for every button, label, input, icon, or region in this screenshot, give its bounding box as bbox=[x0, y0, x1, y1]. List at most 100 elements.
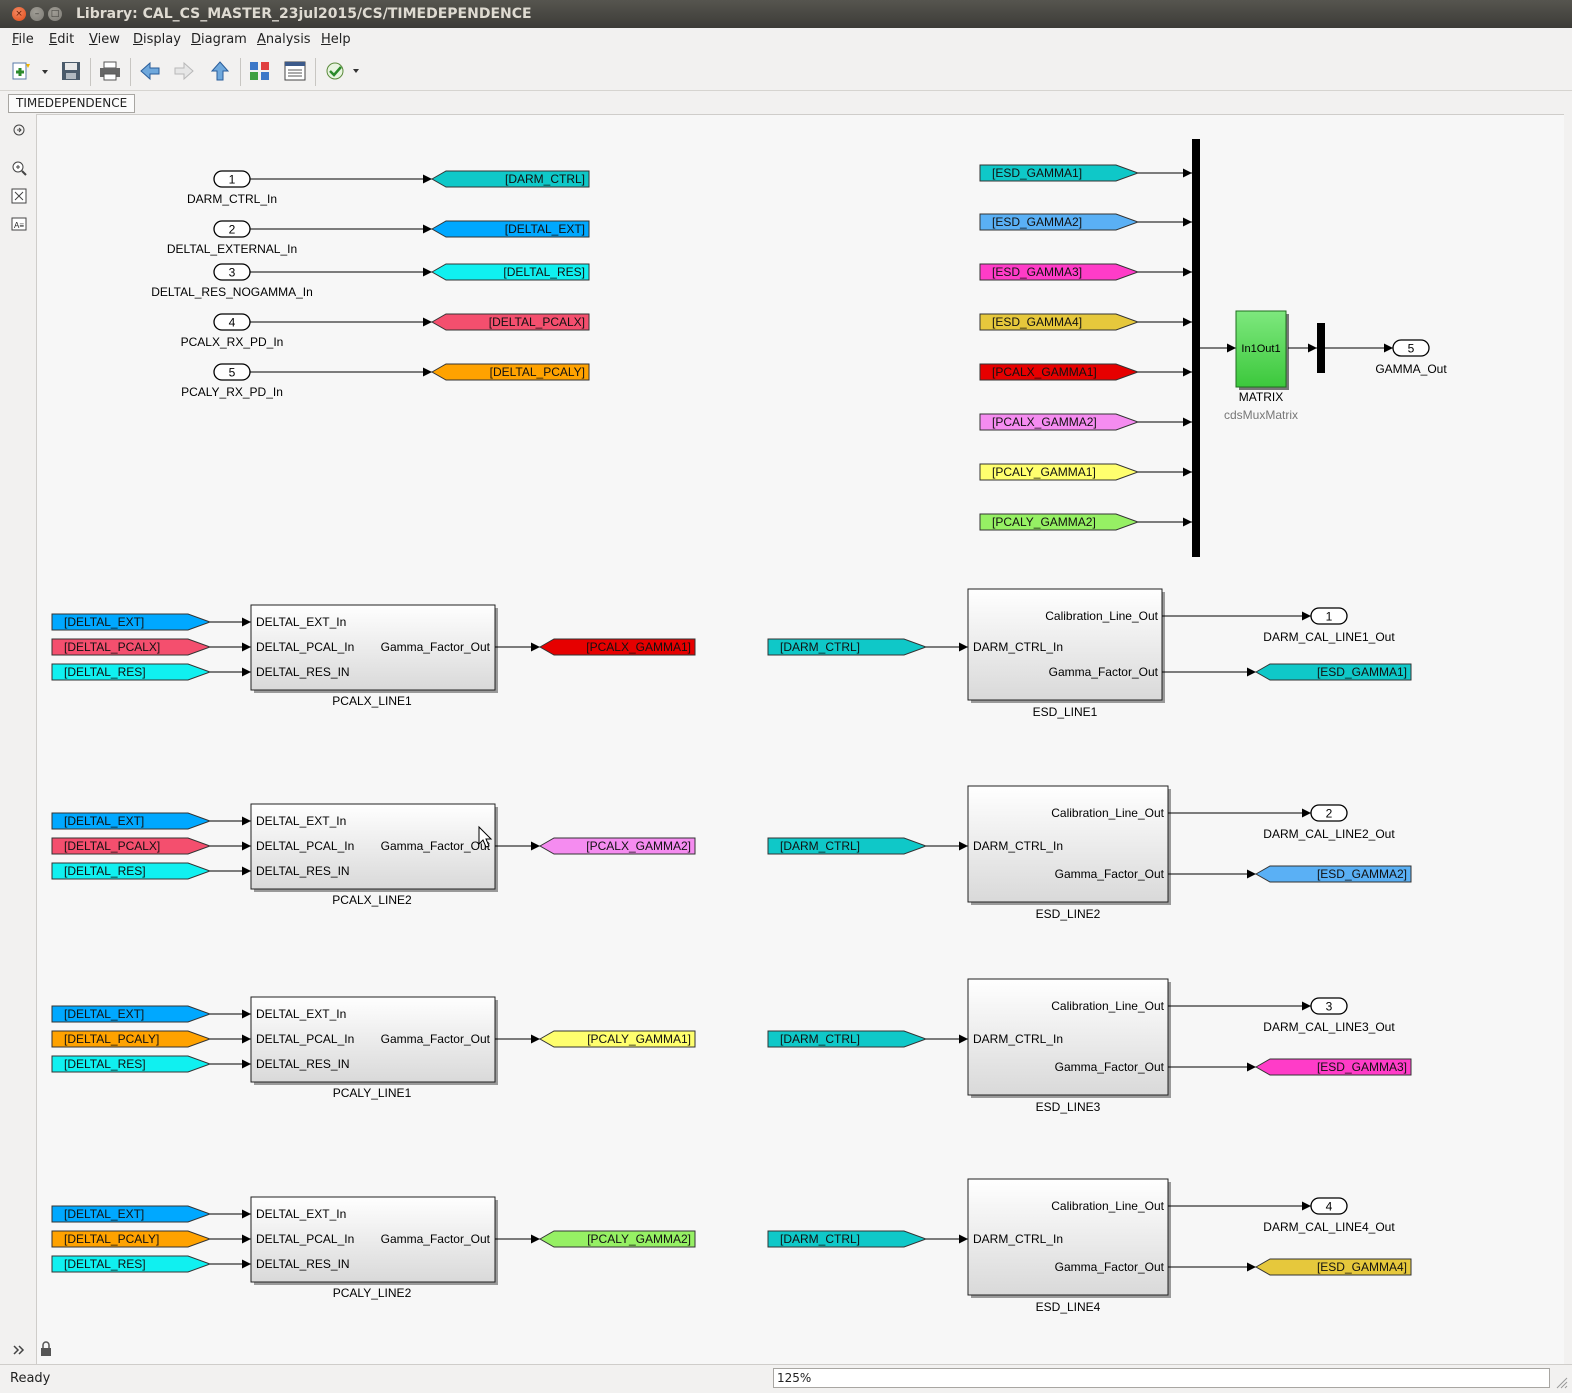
subsystem-esd-line4[interactable] bbox=[967, 1178, 1171, 1298]
back-arrow-icon[interactable] bbox=[138, 60, 162, 82]
pcal-4-name: PCALY_LINE2 bbox=[333, 1286, 412, 1300]
up-arrow-icon[interactable] bbox=[208, 60, 232, 82]
check-model-icon[interactable] bbox=[323, 60, 367, 82]
pcal-3-from-tag-1[interactable]: [DELTAL_EXT] bbox=[51, 1005, 212, 1023]
outport-gamma[interactable]: 5 bbox=[1392, 339, 1430, 357]
signal-arrow bbox=[423, 224, 432, 234]
subsystem-esd-line1[interactable] bbox=[967, 588, 1165, 703]
pcal-4-goto-tag[interactable]: [PCALY_GAMMA2] bbox=[538, 1230, 696, 1248]
goto-tag-4[interactable]: [DELTAL_PCALX] bbox=[430, 313, 590, 331]
inport-4[interactable]: 4 bbox=[213, 313, 251, 331]
esd-1-from-tag[interactable]: [DARM_CTRL] bbox=[767, 638, 928, 656]
esd-1-out-port-1: Calibration_Line_Out bbox=[1045, 609, 1158, 623]
pcal-4-from-tag-1[interactable]: [DELTAL_EXT] bbox=[51, 1205, 212, 1223]
esd-4-in-port: DARM_CTRL_In bbox=[973, 1232, 1063, 1246]
esd-3-from-tag[interactable]: [DARM_CTRL] bbox=[767, 1030, 928, 1048]
pcal-3-from-tag-2[interactable]: [DELTAL_PCALY] bbox=[51, 1030, 212, 1048]
maximize-window-icon[interactable]: □ bbox=[48, 7, 62, 21]
esd-4-from-tag[interactable]: [DARM_CTRL] bbox=[767, 1230, 928, 1248]
esd-1-from-tag-shape bbox=[767, 638, 928, 656]
model-explorer-icon[interactable] bbox=[283, 60, 307, 82]
esd-2-in-port: DARM_CTRL_In bbox=[973, 839, 1063, 853]
pcal-1-from-tag-1[interactable]: [DELTAL_EXT] bbox=[51, 613, 212, 631]
menu-diagram[interactable]: Diagram bbox=[191, 32, 247, 47]
pcal-2-from-tag-1[interactable]: [DELTAL_EXT] bbox=[51, 812, 212, 830]
mux-from-tag-2[interactable]: [ESD_GAMMA2] bbox=[979, 213, 1140, 231]
goto-tag-1[interactable]: [DARM_CTRL] bbox=[430, 170, 590, 188]
goto-tag-3[interactable]: [DELTAL_RES] bbox=[430, 263, 590, 281]
hide-browser-icon[interactable] bbox=[11, 122, 27, 138]
mux-from-tag-4[interactable]: [ESD_GAMMA4] bbox=[979, 313, 1140, 331]
pcal-3-goto-tag[interactable]: [PCALY_GAMMA1] bbox=[538, 1030, 696, 1048]
mux-from-tag-8[interactable]: [PCALY_GAMMA2] bbox=[979, 513, 1140, 531]
forward-arrow-icon[interactable] bbox=[172, 60, 196, 82]
pcal-1-goto-tag[interactable]: [PCALX_GAMMA1] bbox=[538, 638, 696, 656]
print-icon[interactable] bbox=[98, 60, 122, 82]
signal-arrow bbox=[242, 1009, 251, 1019]
new-model-icon[interactable] bbox=[10, 60, 54, 82]
pcal-2-from-tag-3-shape bbox=[51, 862, 212, 880]
pcal-2-goto-tag[interactable]: [PCALX_GAMMA2] bbox=[538, 837, 696, 855]
signal-arrow bbox=[242, 1234, 251, 1244]
esd-4-goto-tag[interactable]: [ESD_GAMMA4] bbox=[1254, 1258, 1412, 1276]
signal-arrow bbox=[1183, 217, 1192, 227]
tab-timedependence[interactable]: TIMEDEPENDENCE bbox=[8, 94, 136, 113]
inport-5[interactable]: 5 bbox=[213, 363, 251, 381]
subsystem-pcaly-line1-body bbox=[250, 996, 496, 1083]
pcal-1-from-tag-3[interactable]: [DELTAL_RES] bbox=[51, 663, 212, 681]
esd-3-goto-tag[interactable]: [ESD_GAMMA3] bbox=[1254, 1058, 1412, 1076]
zoom-icon[interactable] bbox=[11, 160, 27, 176]
subsystem-pcalx-line2[interactable] bbox=[250, 803, 498, 892]
subsystem-esd-line3[interactable] bbox=[967, 978, 1171, 1098]
mux-from-tag-5[interactable]: [PCALX_GAMMA1] bbox=[979, 363, 1140, 381]
esd-3-outport[interactable]: 3 bbox=[1310, 997, 1348, 1015]
demux-block[interactable] bbox=[1317, 323, 1325, 373]
library-browser-icon[interactable] bbox=[248, 60, 272, 82]
menu-view[interactable]: View bbox=[89, 32, 120, 47]
block-diagram[interactable]: 1DARM_CTRL_In[DARM_CTRL]2DELTAL_EXTERNAL… bbox=[37, 115, 1564, 1365]
pcal-1-from-tag-2[interactable]: [DELTAL_PCALX] bbox=[51, 638, 212, 656]
esd-1-goto-tag[interactable]: [ESD_GAMMA1] bbox=[1254, 663, 1412, 681]
inport-3[interactable]: 3 bbox=[213, 263, 251, 281]
esd-1-outport[interactable]: 1 bbox=[1310, 607, 1348, 625]
menu-help[interactable]: Help bbox=[321, 32, 351, 47]
subsystem-pcaly-line1[interactable] bbox=[250, 996, 498, 1085]
pcal-2-from-tag-3[interactable]: [DELTAL_RES] bbox=[51, 862, 212, 880]
mux-from-tag-6[interactable]: [PCALX_GAMMA2] bbox=[979, 413, 1140, 431]
inport-5-number: 5 bbox=[229, 366, 236, 380]
esd-2-goto-tag-shape bbox=[1254, 865, 1412, 883]
esd-4-outport[interactable]: 4 bbox=[1310, 1197, 1348, 1215]
goto-tag-2[interactable]: [DELTAL_EXT] bbox=[430, 220, 590, 238]
pcal-4-from-tag-3[interactable]: [DELTAL_RES] bbox=[51, 1255, 212, 1273]
esd-4-out-port-1: Calibration_Line_Out bbox=[1051, 1199, 1164, 1213]
save-icon[interactable] bbox=[59, 60, 83, 82]
mux-from-tag-5-label: [PCALX_GAMMA1] bbox=[992, 365, 1097, 379]
inport-2[interactable]: 2 bbox=[213, 220, 251, 238]
pcal-4-from-tag-2[interactable]: [DELTAL_PCALY] bbox=[51, 1230, 212, 1248]
mux-block[interactable] bbox=[1192, 139, 1200, 557]
menu-analysis[interactable]: Analysis bbox=[257, 32, 311, 47]
minimize-window-icon[interactable]: – bbox=[30, 7, 44, 21]
close-window-icon[interactable]: × bbox=[12, 7, 26, 21]
subsystem-esd-line2[interactable] bbox=[967, 785, 1171, 905]
goto-tag-5[interactable]: [DELTAL_PCALY] bbox=[430, 363, 590, 381]
esd-2-outport[interactable]: 2 bbox=[1310, 804, 1348, 822]
inport-1[interactable]: 1 bbox=[213, 170, 251, 188]
fit-to-view-icon[interactable] bbox=[11, 188, 27, 204]
mux-from-tag-3[interactable]: [ESD_GAMMA3] bbox=[979, 263, 1140, 281]
mux-from-tag-7[interactable]: [PCALY_GAMMA1] bbox=[979, 463, 1140, 481]
expand-palette-icon[interactable] bbox=[11, 1342, 27, 1358]
menu-edit[interactable]: Edit bbox=[49, 32, 75, 47]
pcal-3-from-tag-3[interactable]: [DELTAL_RES] bbox=[51, 1055, 212, 1073]
menu-display[interactable]: Display bbox=[133, 32, 181, 47]
subsystem-pcalx-line1[interactable] bbox=[250, 604, 498, 693]
menu-file[interactable]: File bbox=[12, 32, 34, 47]
esd-2-goto-tag[interactable]: [ESD_GAMMA2] bbox=[1254, 865, 1412, 883]
mux-from-tag-1[interactable]: [ESD_GAMMA1] bbox=[979, 164, 1140, 182]
annotation-icon[interactable]: A≡ bbox=[11, 216, 27, 232]
esd-2-from-tag[interactable]: [DARM_CTRL] bbox=[767, 837, 928, 855]
resize-grip-icon[interactable] bbox=[1554, 1375, 1568, 1389]
matrix-block[interactable]: In1Out1 bbox=[1235, 310, 1289, 390]
pcal-2-from-tag-2[interactable]: [DELTAL_PCALX] bbox=[51, 837, 212, 855]
